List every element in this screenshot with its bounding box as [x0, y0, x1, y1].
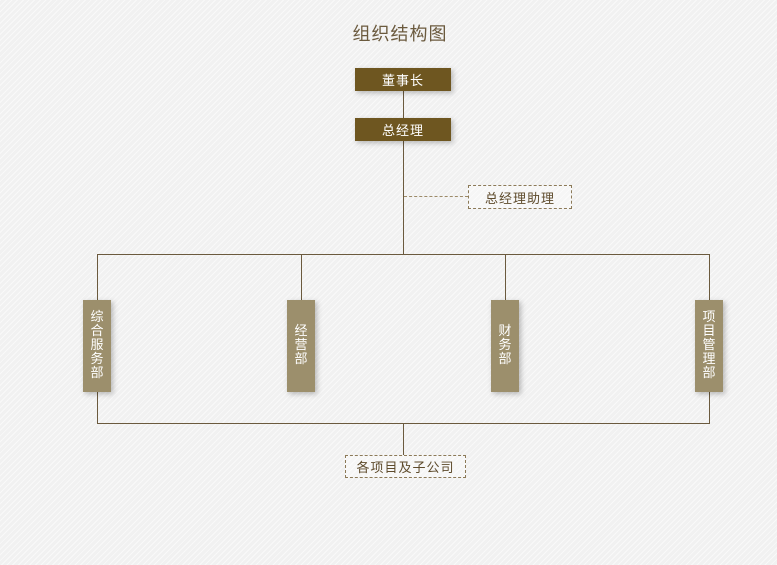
node-general-manager: 总经理: [355, 118, 451, 141]
dept-label: 经营部: [294, 324, 308, 367]
node-subsidiaries: 各项目及子公司: [345, 455, 466, 478]
connector-dept-2-top: [301, 254, 302, 301]
node-dept-finance: 财务部: [491, 300, 519, 392]
connector-dept-3-top: [505, 254, 506, 301]
connector-dept-4-top: [709, 254, 710, 301]
connector-assistant: [404, 196, 468, 197]
node-dept-operations: 经营部: [287, 300, 315, 392]
connector-top-bus: [97, 254, 710, 255]
dept-label: 综合服务部: [90, 310, 104, 381]
connector-chairman-gm: [403, 91, 404, 119]
connector-gm-trunk: [403, 141, 404, 255]
connector-dept-1-bottom: [97, 392, 98, 423]
connector-dept-1-top: [97, 254, 98, 301]
node-gm-assistant: 总经理助理: [468, 185, 572, 209]
node-chairman: 董事长: [355, 68, 451, 91]
node-dept-project-management: 项目管理部: [695, 300, 723, 392]
diagram-title: 组织结构图: [352, 24, 448, 45]
node-dept-general-services: 综合服务部: [83, 300, 111, 392]
dept-label: 财务部: [498, 324, 512, 367]
dept-label: 项目管理部: [702, 310, 716, 381]
connector-dept-4-bottom: [709, 392, 710, 423]
connector-subsidiaries: [403, 423, 404, 455]
